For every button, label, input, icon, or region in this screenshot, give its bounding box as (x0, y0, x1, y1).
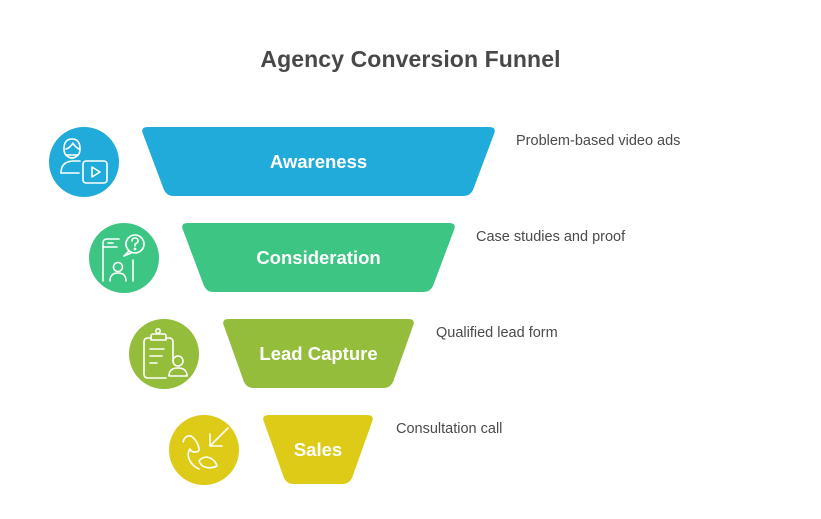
funnel-bar-sales (263, 415, 373, 484)
funnel-stage-sales: Sales (169, 415, 373, 485)
person-video-icon (60, 138, 108, 184)
funnel-stage-consideration: Consideration (89, 223, 455, 293)
stage-icon-circle-consideration (89, 223, 159, 293)
stage-label-lead-capture: Lead Capture (259, 343, 377, 364)
phone-question-icon (102, 234, 145, 282)
stage-description-awareness: Problem-based video ads (516, 133, 681, 149)
funnel-bar-consideration (182, 223, 455, 292)
stage-icon-circle-lead-capture (129, 319, 199, 389)
stage-description-sales: Consultation call (396, 421, 503, 437)
stage-label-consideration: Consideration (256, 247, 380, 268)
funnel-bar-lead-capture (223, 319, 414, 388)
diagram-title: Agency Conversion Funnel (260, 46, 561, 72)
stage-icon-circle-sales (169, 415, 239, 485)
funnel-bar-awareness (142, 127, 495, 196)
stage-description-lead-capture: Qualified lead form (436, 325, 558, 341)
funnel-stage-lead-capture: Lead Capture (129, 319, 414, 389)
funnel-stage-awareness: Awareness (49, 127, 495, 197)
stage-description-consideration: Case studies and proof (476, 229, 626, 245)
incoming-call-icon (182, 427, 229, 470)
stage-label-awareness: Awareness (270, 151, 367, 172)
stage-label-sales: Sales (294, 439, 342, 460)
clipboard-user-icon (143, 327, 188, 379)
